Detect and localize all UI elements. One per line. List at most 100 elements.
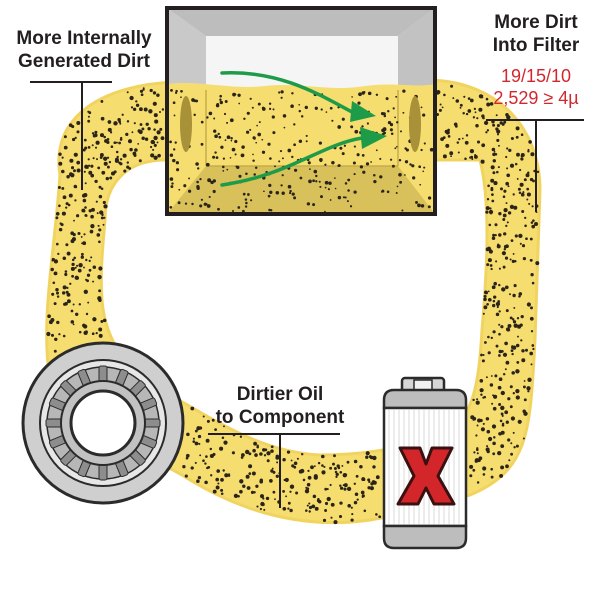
dirt-particle [70, 166, 75, 170]
dirt-particle [506, 147, 509, 150]
dirt-particle [307, 469, 310, 472]
dirt-particle [185, 456, 189, 460]
dirt-particle [226, 121, 229, 124]
dirt-particle [75, 312, 79, 316]
dirt-particle [510, 442, 513, 445]
dirt-particle [498, 310, 501, 313]
dirt-particle [500, 465, 505, 470]
dirt-particle [524, 216, 527, 220]
dirt-particle [358, 92, 362, 97]
dirt-particle [493, 394, 498, 399]
dirt-particle [255, 484, 259, 488]
dirt-particle [511, 259, 515, 263]
dirt-particle [489, 383, 494, 387]
dirt-particle [237, 206, 241, 209]
dirt-particle [87, 158, 90, 161]
dirt-particle [382, 127, 387, 131]
dirt-particle [328, 181, 332, 185]
dirt-particle [357, 101, 361, 105]
dirt-particle [485, 291, 488, 295]
dirt-particle [280, 184, 283, 187]
dirt-particle [73, 169, 76, 173]
dirt-particle [47, 314, 51, 319]
dirt-particle [505, 464, 509, 469]
dirt-particle [63, 302, 67, 306]
dirt-particle [62, 334, 66, 338]
dirt-particle [231, 147, 236, 152]
dirt-particle [217, 482, 220, 485]
dirt-particle [160, 136, 165, 141]
dirt-particle [263, 190, 265, 193]
dirt-particle [353, 482, 356, 485]
dirt-particle [509, 405, 513, 409]
dirt-particle [103, 161, 108, 166]
dirt-particle [147, 127, 151, 131]
dirt-particle [522, 409, 526, 413]
x-mark-icon [396, 446, 456, 506]
dirt-particle [474, 111, 477, 114]
dirt-particle [305, 140, 308, 143]
dirt-particle [485, 376, 488, 379]
dirt-particle [135, 103, 140, 108]
dirt-particle [383, 114, 387, 118]
dirt-particle [480, 353, 483, 357]
dirt-particle [530, 363, 533, 366]
dirt-particle [118, 161, 121, 165]
dirt-particle [258, 121, 261, 124]
dirt-particle [62, 195, 67, 200]
dirt-particle [240, 153, 245, 158]
dirt-particle [242, 484, 246, 488]
dirt-particle [347, 504, 352, 508]
dirt-particle [470, 415, 475, 420]
dirt-particle [298, 139, 303, 144]
dirt-particle [495, 260, 498, 263]
dirt-particle [467, 97, 471, 100]
dirt-particle [501, 251, 506, 256]
dirt-particle [96, 158, 98, 161]
dirt-particle [480, 159, 485, 164]
dirt-particle [68, 193, 73, 198]
dirt-particle [186, 432, 190, 437]
dirt-particle [85, 258, 88, 262]
dirt-particle [310, 465, 314, 470]
dirt-particle [496, 138, 500, 142]
dirt-particle [492, 123, 496, 127]
dirt-particle [503, 189, 507, 193]
dirt-particle [395, 145, 398, 148]
dirt-particle [439, 103, 442, 106]
dirt-particle [492, 441, 496, 446]
dirt-particle [359, 465, 363, 469]
dirt-particle [333, 520, 338, 525]
dirt-particle [97, 296, 102, 301]
dirt-particle [491, 236, 496, 240]
dirt-particle [335, 475, 338, 479]
dirt-particle [494, 152, 498, 156]
dirt-particle [489, 207, 492, 210]
dirt-particle [488, 436, 493, 442]
dirt-particle [338, 514, 343, 519]
dirt-particle [519, 182, 524, 187]
dirt-particle [219, 94, 222, 98]
dirt-particle [387, 120, 392, 125]
dirt-particle [103, 135, 106, 139]
dirt-particle [261, 502, 265, 507]
dirt-particle [182, 465, 186, 469]
dirt-particle [427, 205, 431, 209]
dirt-particle [69, 158, 74, 163]
dirt-particle [535, 261, 540, 266]
dirt-particle [353, 500, 358, 505]
dirt-particle [528, 202, 531, 205]
dirt-particle [230, 139, 233, 142]
dirt-particle [240, 456, 244, 459]
flow-arrow-head [350, 101, 376, 122]
dirt-particle [121, 113, 124, 116]
dirt-particle [450, 155, 452, 158]
dirt-particle [223, 112, 227, 116]
dirt-particle [333, 454, 336, 458]
dirt-particle [503, 248, 506, 251]
dirt-particle [372, 465, 376, 469]
dirt-particle [490, 188, 494, 192]
dirt-particle [250, 199, 253, 202]
dirt-particle [478, 456, 483, 461]
dirt-particle [280, 96, 283, 99]
